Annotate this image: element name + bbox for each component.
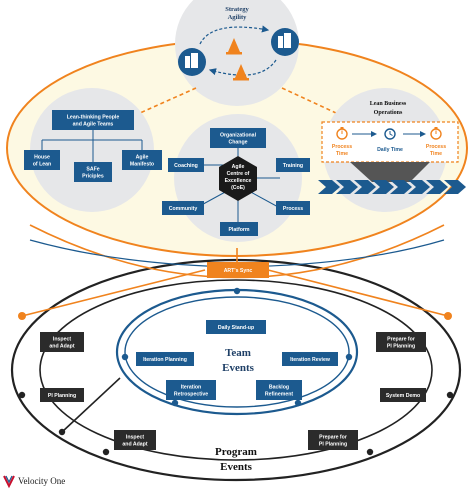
lean-thinking-title-2: and Agile Teams [73,122,114,128]
program-ring-connector [61,377,121,433]
team-events-title-2: Events [222,362,255,374]
prepare-pi-top-box [376,332,426,352]
history-clock-icon [384,128,396,140]
program-events-title-1: Program [215,446,257,458]
coaching-box [168,158,204,172]
system-demo-label: System Demo [386,393,420,399]
iteration-retro-box [166,380,216,400]
iteration-review-box [282,352,338,366]
flow-chevrons [318,180,466,194]
inspect-adapt-bottom-1: Inspect [126,435,144,441]
process-time-1-l2: Time [336,151,348,157]
inspect-adapt-top-2: and Adapt [49,344,74,350]
process-time-1-l1: Process [332,144,352,150]
safe-principles-1: SAFe [86,167,99,173]
org-change-2: Change [228,140,247,146]
agile-manifesto-box [122,150,162,170]
building-icon [178,48,206,76]
lean-thinking-tree [41,130,143,162]
coe-hexagon [219,156,257,201]
program-nodes [18,312,454,456]
coaching-label: Coaching [174,163,198,169]
community-label: Community [169,206,198,212]
team-nodes [121,287,353,407]
inspect-adapt-bottom-2: and Adapt [122,442,147,448]
process-box [276,201,310,215]
iteration-review-label: Iteration Review [290,357,331,363]
system-demo-box [380,388,426,402]
org-change-box [210,128,266,148]
art-sync-box [207,262,269,278]
daily-standup-box [206,320,266,334]
platform-box [220,222,258,236]
process-time-2-l2: Time [430,151,442,157]
art-sync-label: ART's Sync [224,268,253,274]
inspect-adapt-top-box [40,332,84,352]
coe-center-4: (CoE) [231,185,245,191]
pi-planning-label: PI Planning [48,393,76,399]
building-icon [271,28,299,56]
dashed-connector-right [281,87,337,114]
brand-name: Velocity One [18,476,65,486]
house-of-lean-1: House [34,155,50,161]
house-of-lean-box [24,150,60,170]
iteration-planning-box [136,352,194,366]
traffic-cone-icon [233,64,249,81]
program-events-title-2: Events [220,461,253,473]
process-time-2-l1: Process [426,144,446,150]
daily-standup-label: Daily Stand-up [218,325,254,331]
stopwatch-icon [430,127,442,140]
safe-principles-box [74,162,112,182]
stopwatch-icon [336,127,348,140]
iteration-retro-2: Retrospective [174,392,208,398]
prepare-pi-bottom-2: PI Planning [319,442,347,448]
platform-label: Platform [228,227,249,233]
community-box [162,201,204,215]
team-events-title-1: Team [225,347,251,359]
daily-time-label: Daily Time [377,147,403,153]
strategy-title-2: Agility [228,14,248,21]
coe-center-1: Agile [232,164,245,170]
strategy-title-1: Strategy [225,6,249,13]
inspect-adapt-top-1: Inspect [53,337,71,343]
agile-manifesto-2: Manifesto [130,162,154,168]
lean-ops-title-1: Lean Business [370,101,407,107]
org-change-1: Organizational [220,133,257,139]
backlog-refinement-box [256,380,302,400]
backlog-refinement-2: Refinement [265,392,294,398]
traffic-cone-icon [226,38,242,55]
house-of-lean-2: of Lean [33,162,51,168]
strategy-arrow-bottom [208,59,277,76]
lean-thinking-title-1: Lean-thinking People [67,115,120,121]
velocity-one-logo-icon [3,475,15,489]
process-label: Process [283,206,303,212]
prepare-pi-bottom-box [308,430,358,450]
pi-planning-box [40,388,84,402]
team-ring-inner [124,296,350,408]
training-box [276,158,310,172]
agile-manifesto-1: Agile [136,155,149,161]
program-outer-ring [10,258,462,482]
coe-center-2: Centre of [227,171,250,177]
lean-ops-funnel [350,162,430,182]
training-label: Training [283,163,303,169]
prepare-pi-bottom-1: Prepare for [319,435,347,441]
prepare-pi-top-1: Prepare for [387,337,415,343]
prepare-pi-top-2: PI Planning [387,344,415,350]
art-sync-line-right [267,269,449,317]
lean-thinking-box [52,110,134,130]
lean-ops-title-2: Operations [374,110,403,116]
program-inner-ring [39,279,433,461]
iteration-retro-1: Iteration [181,385,201,391]
inspect-adapt-bottom-box [114,430,156,450]
backlog-refinement-1: Backlog [269,385,289,391]
safe-principles-2: Priciples [82,174,104,180]
art-sync-line-left [21,269,206,317]
iteration-planning-label: Iteration Planning [143,357,187,363]
coe-center-3: Excellence [225,178,252,184]
dashed-connector-left [139,87,197,114]
